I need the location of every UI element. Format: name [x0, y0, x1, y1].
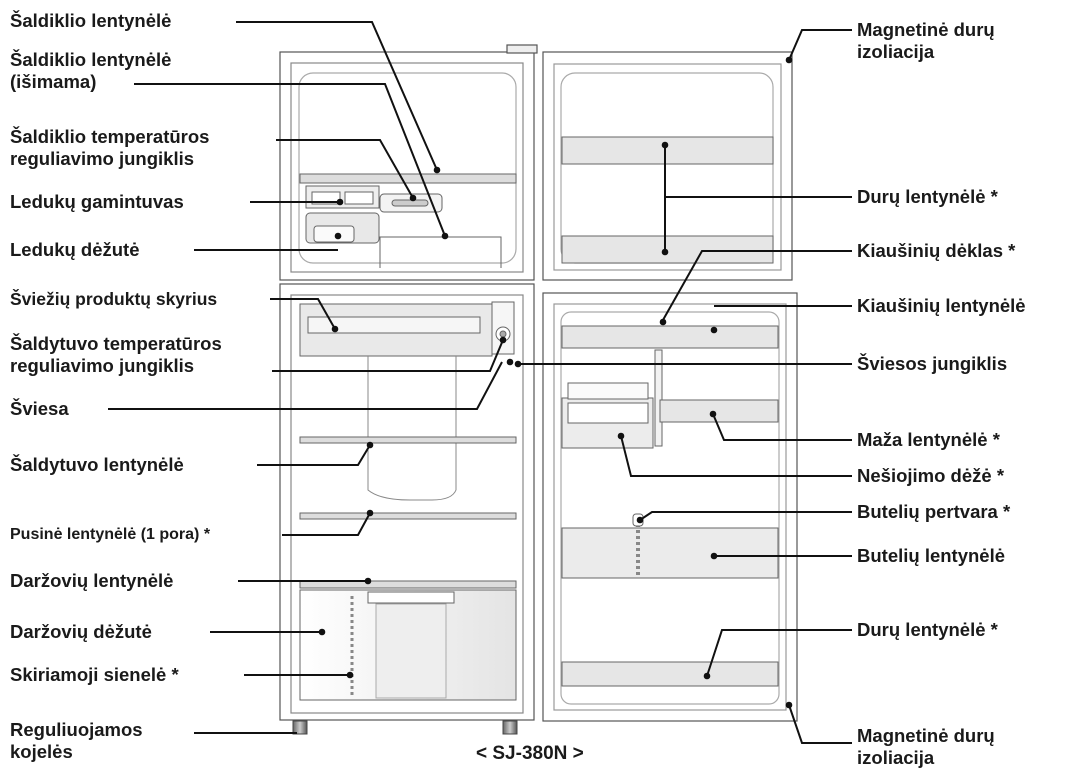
label-light-switch: Šviesos jungiklis: [857, 353, 1008, 374]
label-egg-shelf: Kiaušinių lentynėlė: [857, 295, 1026, 316]
label-light: Šviesa: [10, 398, 69, 419]
label-gasket-top: Magnetinė durų izoliacija: [857, 19, 995, 62]
back-duct: [367, 356, 457, 501]
label-small-shelf: Maža lentynėlė *: [857, 429, 1000, 450]
label-divider: Skiriamoji sienelė *: [10, 664, 179, 685]
freezer-shelf: [299, 173, 517, 184]
door-parts: [561, 136, 779, 687]
freezer-door-shelf-bottom: [561, 235, 774, 264]
bottle-shelf: [561, 527, 779, 579]
fridge-shelf: [299, 436, 517, 444]
label-egg-tray: Kiaušinių dėklas *: [857, 240, 1016, 261]
label-freezer-shelf: Šaldiklio lentynėlė: [10, 10, 172, 31]
label-bottle-divider: Butelių pertvara *: [857, 501, 1011, 522]
veg-box-handle: [367, 591, 455, 604]
label-veg-shelf: Daržovių lentynėlė: [10, 570, 174, 591]
freezer-body: [279, 51, 535, 281]
half-shelf: [299, 512, 517, 520]
label-bottle-shelf: Butelių lentynėlė: [857, 545, 1006, 566]
label-freezer-shelf-removable: Šaldiklio lentynėlė (išimama): [10, 49, 172, 92]
leader-lines: [108, 21, 852, 744]
label-door-shelf-bottom: Durų lentynėlė *: [857, 619, 998, 640]
removable-shelf-frame: [379, 236, 502, 268]
top-hinge: [506, 44, 538, 54]
label-freezer-temp-switch: Šaldiklio temperatūros reguliavimo jungi…: [10, 126, 210, 169]
model-caption: < SJ-380N >: [476, 743, 584, 764]
veg-shelf: [299, 580, 517, 589]
label-fresh-compartment: Šviežių produktų skyrius: [10, 289, 218, 309]
fridge-body: [279, 283, 535, 721]
label-half-shelf: Pusinė lentynėlė (1 pora) *: [10, 526, 211, 543]
label-gasket-bottom: Magnetinė durų izoliacija: [857, 725, 995, 768]
doors: [542, 51, 798, 722]
leader-dots: [318, 56, 793, 709]
small-shelf-bar: [654, 349, 663, 447]
freezer-door: [542, 51, 793, 281]
label-fridge-temp-switch: Šaldytuvo temperatūros reguliavimo jungi…: [10, 333, 222, 376]
label-adjustable-feet: Reguliuojamos kojelės: [10, 719, 143, 762]
egg-shelf: [561, 325, 779, 349]
label-ice-box: Ledukų dėžutė: [10, 239, 140, 260]
small-shelf: [659, 399, 779, 423]
label-ice-maker: Ledukų gamintuvas: [10, 191, 184, 212]
label-door-shelf-top: Durų lentynėlė *: [857, 186, 998, 207]
label-carry-box: Nešiojimo dėžė *: [857, 465, 1005, 486]
freezer-door-shelf-top: [561, 136, 774, 165]
fridge-door: [542, 292, 798, 722]
fridge-cabinet: [279, 44, 538, 721]
fridge-internals: [299, 301, 517, 701]
right-foot: [502, 720, 518, 735]
door-shelf-bottom: [561, 661, 779, 687]
label-veg-box: Daržovių dėžutė: [10, 621, 152, 642]
left-foot: [292, 720, 308, 735]
label-fridge-shelf: Šaldytuvo lentynėlė: [10, 454, 184, 475]
